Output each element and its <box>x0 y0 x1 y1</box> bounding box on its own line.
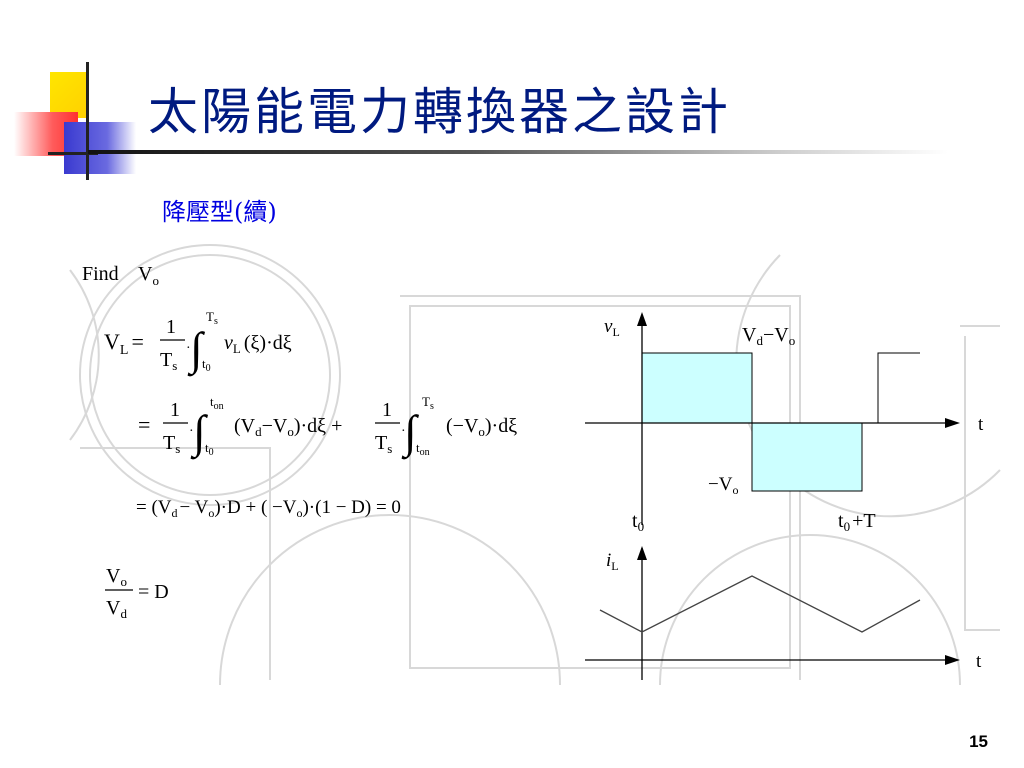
svg-text:(Vd−Vo)·dξ +: (Vd−Vo)·dξ + <box>234 415 342 439</box>
svg-text:∫: ∫ <box>187 323 205 377</box>
svg-text:·: · <box>401 424 406 439</box>
find-var: V <box>138 263 153 285</box>
svg-text:= D: = D <box>138 581 169 603</box>
equation-block: Find Vo VL= 1 Ts · ∫ Ts t0 vL(ξ)·dξ = 1 … <box>82 263 517 621</box>
svg-text:·: · <box>189 424 194 439</box>
svg-text:t: t <box>978 414 984 435</box>
logo-horizontal-line <box>48 152 98 155</box>
slide-title: 太陽能電力轉換器之設計 <box>148 83 731 141</box>
svg-text:(−Vo)·dξ: (−Vo)·dξ <box>446 415 517 439</box>
equation-line-2: = 1 Ts · ∫ ton t0 (Vd−Vo)·dξ + 1 Ts · ∫ … <box>138 394 517 460</box>
logo-square-yellow <box>50 72 88 118</box>
svg-text:t0: t0 <box>632 510 644 534</box>
vL-negative-area <box>751 422 863 492</box>
equation-line-4: Vo Vd = D <box>105 565 169 621</box>
svg-text:Vd−Vo: Vd−Vo <box>742 324 795 348</box>
svg-text:t: t <box>976 651 982 672</box>
svg-text:Vd: Vd <box>106 597 127 621</box>
svg-text:ton: ton <box>416 440 430 458</box>
svg-text:Vo: Vo <box>106 565 127 589</box>
svg-text:Ts: Ts <box>206 309 218 327</box>
logo-square-blue <box>64 122 136 174</box>
svg-text:t0: t0 <box>202 356 211 374</box>
svg-text:VL=: VL= <box>104 329 144 358</box>
svg-text:Ts: Ts <box>160 349 177 373</box>
title-underline <box>88 150 948 154</box>
logo-vertical-line <box>86 62 89 180</box>
svg-text:iL: iL <box>606 550 619 573</box>
svg-text:t0+T: t0+T <box>838 510 876 534</box>
slide-subtitle: 降壓型(續) <box>162 198 277 226</box>
svg-text:Find: Find <box>82 263 119 285</box>
svg-text:1: 1 <box>166 316 176 338</box>
svg-text:= (Vd− Vo)·D + ( −Vo)·(1 − D): = (Vd− Vo)·D + ( −Vo)·(1 − D) = 0 <box>136 497 401 520</box>
svg-text:∫: ∫ <box>190 406 208 460</box>
svg-text:ton: ton <box>210 394 224 412</box>
svg-text:·: · <box>186 341 191 356</box>
iL-waveform-diagram: iL t <box>585 546 982 680</box>
svg-text:∫: ∫ <box>401 406 419 460</box>
svg-text:1: 1 <box>382 399 392 421</box>
vL-positive-area <box>641 352 753 424</box>
iL-triangle-wave <box>599 575 921 633</box>
svg-text:−Vo: −Vo <box>708 474 738 497</box>
svg-text:Vo: Vo <box>138 263 159 288</box>
background-decoration <box>69 244 1001 686</box>
svg-text:1: 1 <box>170 399 180 421</box>
svg-text:Ts: Ts <box>422 394 434 412</box>
equation-line-3: = (Vd− Vo)·D + ( −Vo)·(1 − D) = 0 <box>136 497 401 520</box>
find-label: Find <box>82 263 119 285</box>
svg-text:Ts: Ts <box>375 432 392 456</box>
svg-text:vL(ξ)·dξ: vL(ξ)·dξ <box>224 332 292 356</box>
svg-text:vL: vL <box>604 316 620 339</box>
equation-line-1: VL= 1 Ts · ∫ Ts t0 vL(ξ)·dξ <box>104 309 292 377</box>
vL-waveform-diagram: vL Vd−Vo −Vo t t0 t0+T <box>585 312 984 534</box>
svg-text:t0: t0 <box>205 440 214 458</box>
vL-next-period <box>862 352 920 424</box>
page-number: 15 <box>969 732 988 751</box>
svg-text:=: = <box>138 412 150 437</box>
svg-text:Ts: Ts <box>163 432 180 456</box>
